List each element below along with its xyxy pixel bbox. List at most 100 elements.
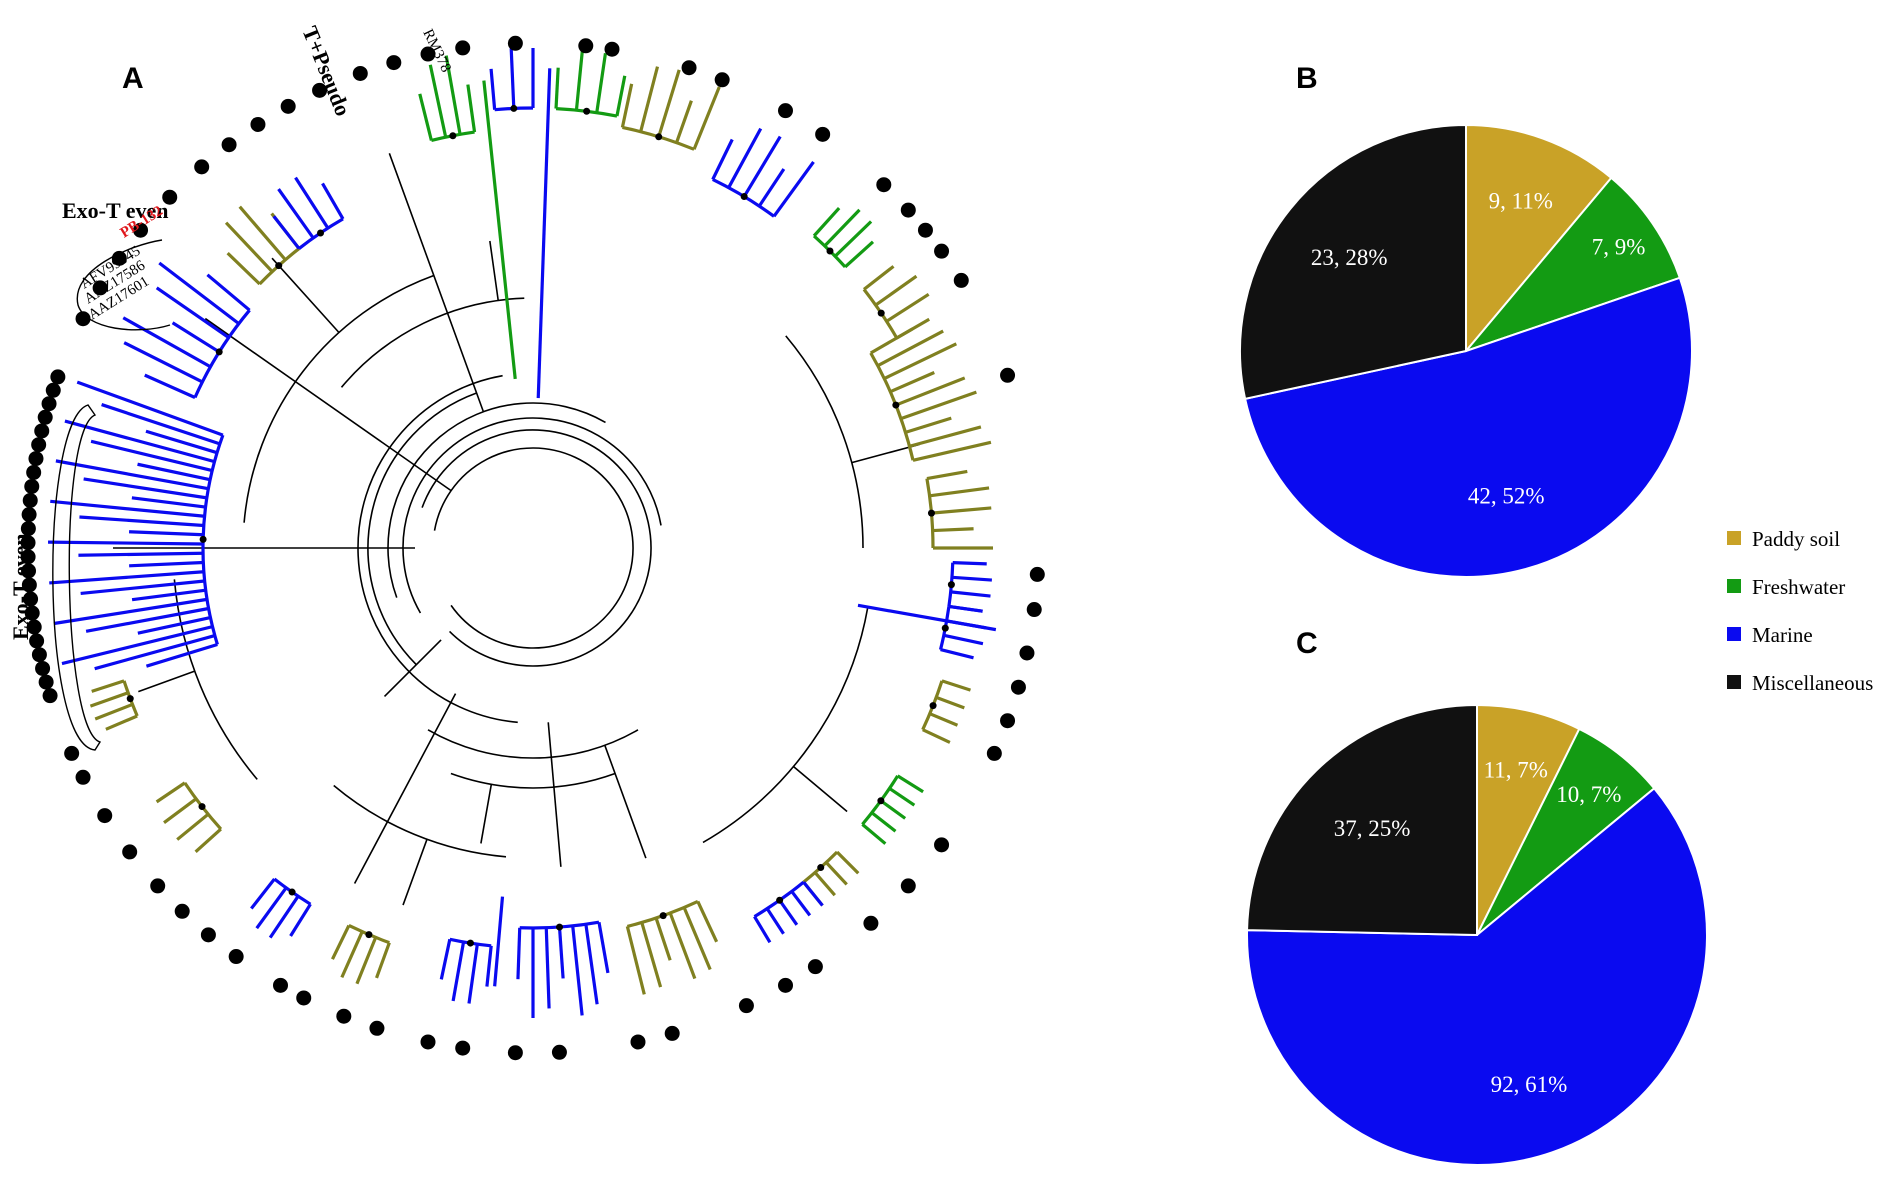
tip-circle [250, 116, 266, 132]
tip-circle [630, 1034, 646, 1050]
tip-circle [1000, 713, 1016, 729]
legend-swatch-freshwater [1727, 579, 1741, 593]
node-dot [126, 695, 134, 703]
tree-branch [654, 917, 672, 961]
tree-branch [940, 648, 974, 660]
tree-branch [402, 839, 428, 906]
tree-branch [711, 138, 734, 181]
tree-branch [757, 168, 786, 207]
tip-circle [352, 65, 368, 81]
tip-circle [34, 423, 50, 439]
tip-circle [876, 177, 892, 193]
tree-branch [753, 915, 772, 944]
tree-branch [155, 781, 186, 804]
node-dot [941, 624, 949, 632]
node-dot [583, 107, 591, 115]
tree-branch [929, 486, 990, 498]
clade-label-t-pseudo: T+Pseudo [297, 23, 356, 120]
tip-circle [1000, 367, 1016, 383]
tree-branch [50, 499, 205, 518]
tree-arc [367, 392, 477, 666]
tree-arc [433, 447, 634, 649]
tip-circle [31, 437, 47, 453]
node-dot [449, 132, 457, 140]
tree-branch [790, 890, 812, 917]
tip-circle [75, 311, 91, 327]
tip-circle [37, 409, 53, 425]
tree-branch [272, 215, 301, 250]
tip-circle [31, 647, 47, 663]
tree-branch [862, 265, 895, 291]
node-dot [947, 581, 955, 589]
tip-circle [986, 745, 1002, 761]
tree-branch [888, 787, 916, 807]
panel-c-letter: C [1296, 627, 1318, 660]
tree-arc [450, 772, 616, 789]
tip-circle [20, 521, 36, 537]
tree-branch [224, 221, 274, 273]
tree-branch [835, 850, 860, 875]
tip-circle [21, 507, 37, 523]
tip-circle [863, 915, 879, 931]
tree-branch [76, 380, 224, 437]
tree-branch [49, 570, 204, 585]
tree-branch [163, 797, 198, 824]
tree-branch [138, 670, 195, 693]
tree-branch [516, 927, 522, 980]
tree-branch [547, 722, 562, 867]
tree-branch [765, 907, 785, 935]
tree-branch [904, 416, 952, 434]
tip-circle [578, 38, 594, 54]
tree-branch [493, 896, 505, 987]
tree-branch [321, 182, 345, 220]
tree-branch [131, 496, 206, 509]
tree-branch [444, 55, 462, 135]
tip-circle [97, 808, 113, 824]
tree-branch [331, 924, 351, 960]
tip-circle [35, 660, 51, 676]
tip-circle [23, 591, 39, 607]
legend-label-marine: Marine [1752, 623, 1813, 647]
tree-branch [94, 634, 216, 671]
pie-label-marine: 42, 52% [1468, 484, 1545, 509]
tree-arc [333, 784, 507, 858]
tip-circle [50, 369, 66, 385]
tip-circle [1019, 645, 1035, 661]
tree-branch [639, 66, 660, 133]
tip-circle [900, 202, 916, 218]
pie-label-miscellaneous: 23, 28% [1311, 245, 1388, 270]
tree-branch [926, 469, 968, 481]
exo-t-even-outline [52, 404, 102, 751]
tip-circle [778, 103, 793, 119]
tree-branch [250, 877, 276, 910]
pie-slice-marine [1243, 276, 1693, 578]
tree-branch [340, 931, 364, 979]
tree-branch [439, 938, 452, 980]
node-dot [877, 309, 885, 317]
pie-label-freshwater: 10, 7% [1556, 782, 1621, 807]
tree-branch [675, 100, 693, 144]
pie-label-paddy-soil: 11, 7% [1484, 757, 1548, 782]
node-dot [288, 888, 296, 896]
tree-branch [353, 693, 457, 884]
tree-branch [226, 251, 261, 286]
exo-t-even-small-outline [76, 239, 171, 331]
tree-branch [485, 945, 493, 987]
node-dot [510, 104, 518, 112]
pie-chart-c: 11, 7%10, 7%92, 61%37, 25% [1246, 703, 1708, 1166]
tree-branch [870, 811, 897, 833]
node-dot [317, 229, 325, 237]
tree-arc [421, 429, 652, 667]
tree-branches [113, 153, 920, 906]
tree-branch [383, 639, 442, 698]
tree-branch [206, 273, 251, 312]
tree-branch [896, 774, 924, 794]
tree-branch [544, 927, 551, 1009]
tree-branch [844, 240, 875, 269]
tree-branch [158, 261, 240, 325]
tree-branch [692, 86, 721, 150]
tree-branch [877, 329, 944, 368]
tree-branch [294, 176, 330, 229]
tip-circle [681, 60, 697, 76]
tip-circle [45, 382, 61, 398]
